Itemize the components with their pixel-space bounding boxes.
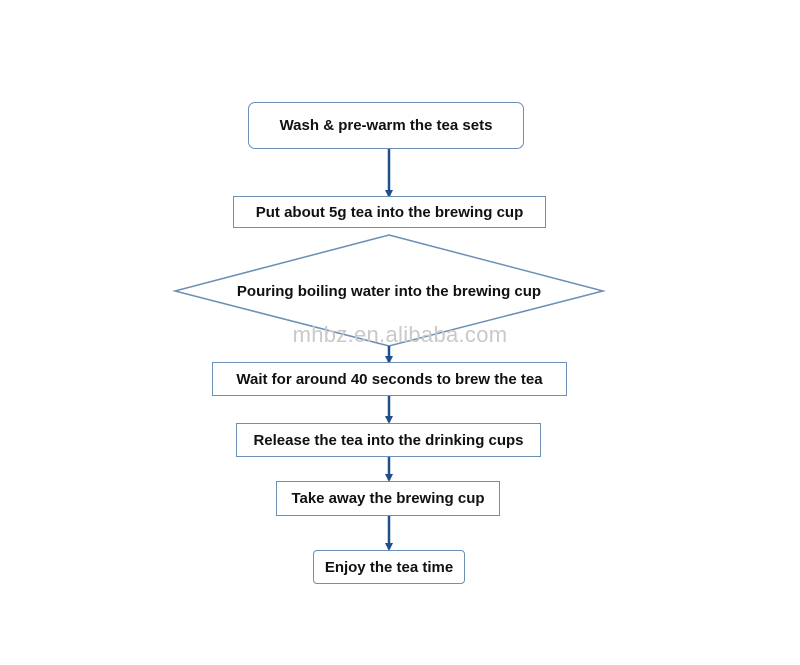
step-enjoy-tea: Enjoy the tea time [313, 550, 465, 584]
step-wash-prewarm: Wash & pre-warm the tea sets [248, 102, 524, 149]
step-release-tea: Release the tea into the drinking cups [236, 423, 541, 457]
step-pour-boiling-water: Pouring boiling water into the brewing c… [236, 282, 542, 300]
step-wait-brew: Wait for around 40 seconds to brew the t… [212, 362, 567, 396]
watermark-text: mhbz.en.alibaba.com [292, 322, 508, 347]
step-put-tea: Put about 5g tea into the brewing cup [233, 196, 546, 228]
step-take-away-cup: Take away the brewing cup [276, 481, 500, 516]
